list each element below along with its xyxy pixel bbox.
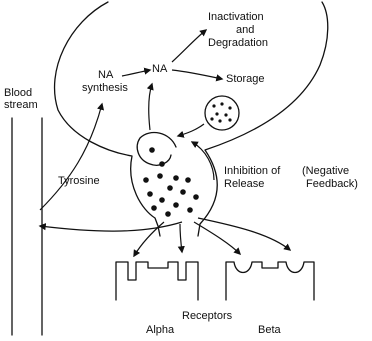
storage-to-vesicle-arrow <box>178 124 204 136</box>
inhibition-label: Release <box>224 178 264 190</box>
negative-feedback-label: (Negative <box>302 165 349 177</box>
release-to-alpha-right-arrow <box>180 224 182 252</box>
vesicle-dot <box>159 161 165 167</box>
receptors-label: Receptors <box>182 310 233 322</box>
releasing-vesicle <box>137 132 176 165</box>
vesicle-to-na-arrow <box>149 84 152 130</box>
released-na-molecules <box>143 173 199 217</box>
postsynaptic-membrane-alpha-receptors <box>116 262 198 300</box>
negative-feedback-label: Feedback) <box>306 178 358 190</box>
release-to-beta-right-arrow <box>198 218 290 250</box>
inactivation-label: Degradation <box>208 37 268 49</box>
tyrosine-to-synthesis-arrow <box>40 104 102 210</box>
blood-stream-label: stream <box>4 99 38 111</box>
postsynaptic-membrane-beta-receptors <box>226 262 314 300</box>
release-to-bloodstream-arrow <box>40 222 182 231</box>
vesicle-dot <box>149 147 155 153</box>
storage-vesicle-dots <box>210 102 231 122</box>
blood-stream-vessel <box>12 118 42 335</box>
tyrosine-label: Tyrosine <box>58 175 100 187</box>
storage-vesicle <box>205 96 239 130</box>
nerve-terminal-outline <box>55 2 328 236</box>
synthesis-to-na-arrow <box>122 70 150 76</box>
blood-stream-label: Blood <box>4 87 32 99</box>
na-to-inactivation-arrow <box>172 30 206 62</box>
na-to-storage-arrow <box>172 70 222 79</box>
na-synthesis-label: synthesis <box>82 82 128 94</box>
inactivation-label: Inactivation <box>208 11 264 23</box>
inhibition-label: Inhibition of <box>224 165 281 177</box>
inactivation-label: and <box>236 24 254 36</box>
storage-label: Storage <box>226 73 265 85</box>
alpha-label: Alpha <box>146 324 175 336</box>
na-label: NA <box>152 63 168 75</box>
release-to-beta-left-arrow <box>194 222 240 254</box>
na-synthesis-label: NA <box>98 69 114 81</box>
beta-label: Beta <box>258 324 282 336</box>
